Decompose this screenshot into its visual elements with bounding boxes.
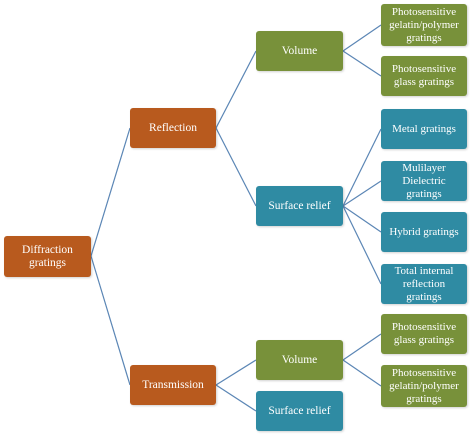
edge-rs-leaf-1 bbox=[342, 128, 382, 207]
reflection-surface-leaf-4: Total internal reflection gratings bbox=[381, 264, 467, 304]
root-node: Diffraction gratings bbox=[4, 236, 91, 277]
reflection-node: Reflection bbox=[130, 108, 216, 148]
edge-transmission-surface bbox=[215, 384, 257, 412]
reflection-volume-leaf-2: Photosensitive glass gratings bbox=[381, 56, 467, 96]
edge-tv-leaf-2 bbox=[342, 359, 382, 387]
edge-tv-leaf-1 bbox=[342, 333, 382, 361]
transmission-node: Transmission bbox=[130, 365, 216, 405]
reflection-surface-relief-node: Surface relief bbox=[256, 186, 343, 226]
edge-reflection-volume bbox=[215, 50, 257, 129]
transmission-volume-leaf-1: Photosensitive glass gratings bbox=[381, 314, 467, 354]
reflection-surface-leaf-1: Metal gratings bbox=[381, 109, 467, 149]
edge-rs-leaf-3 bbox=[342, 205, 382, 233]
transmission-volume-leaf-2: Photosensitive gelatin/polymer gratings bbox=[381, 365, 467, 407]
edge-rv-leaf-2 bbox=[342, 50, 382, 77]
transmission-surface-relief-node: Surface relief bbox=[256, 391, 343, 431]
edge-reflection-surface bbox=[215, 127, 257, 207]
edge-rs-leaf-4 bbox=[342, 205, 382, 285]
edge-transmission-volume bbox=[215, 359, 257, 386]
reflection-volume-leaf-1: Photosensitive gelatin/polymer gratings bbox=[381, 4, 467, 46]
reflection-surface-leaf-2: Mulilayer Dielectric gratings bbox=[381, 161, 467, 201]
transmission-volume-node: Volume bbox=[256, 340, 343, 380]
reflection-volume-node: Volume bbox=[256, 31, 343, 71]
edge-root-transmission bbox=[90, 255, 131, 386]
edge-root-reflection bbox=[90, 127, 131, 257]
reflection-surface-leaf-3: Hybrid gratings bbox=[381, 212, 467, 252]
edge-rs-leaf-2 bbox=[342, 180, 382, 207]
edge-rv-leaf-1 bbox=[342, 24, 382, 52]
